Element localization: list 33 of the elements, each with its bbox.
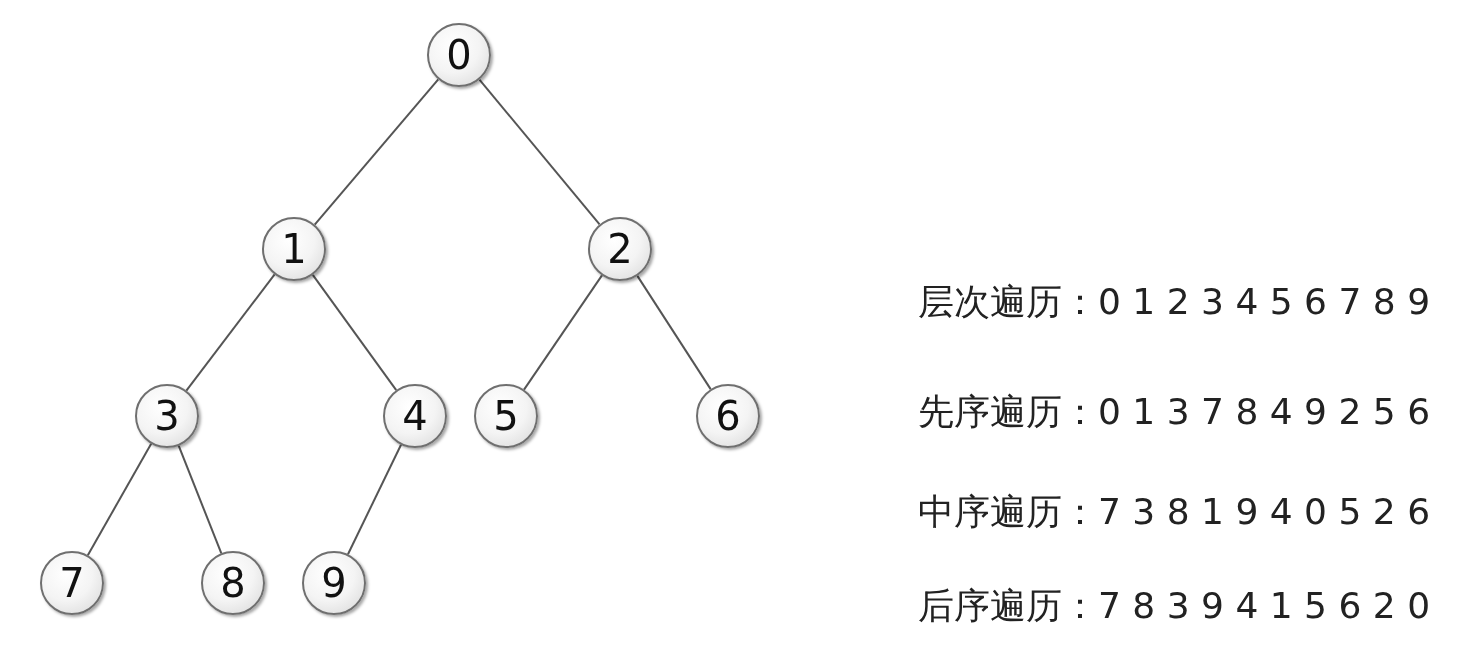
node-number: 3 [154, 396, 180, 436]
tree-node-circle [135, 384, 199, 448]
node-number: 1 [281, 229, 307, 269]
tree-edge [636, 274, 712, 391]
tree-node-circle [302, 551, 366, 615]
tree-node-circle [383, 384, 447, 448]
node-number: 2 [607, 229, 633, 269]
node-number: 4 [402, 396, 428, 436]
tree-node-circle [201, 551, 265, 615]
node-number: 9 [321, 563, 347, 603]
traversal-text: 后序遍历：7 8 3 9 4 1 5 6 2 0 [918, 584, 1431, 628]
tree-edge [311, 273, 398, 392]
tree-edge [346, 443, 403, 556]
tree-edge [177, 444, 223, 555]
tree-edge [313, 78, 440, 226]
node-number: 6 [715, 396, 741, 436]
node-number: 5 [493, 396, 519, 436]
tree-edge [86, 442, 153, 557]
tree-node-circle [427, 23, 491, 87]
tree-node-circle [262, 217, 326, 281]
tree-node-circle [40, 551, 104, 615]
traversal-text: 层次遍历：0 1 2 3 4 5 6 7 8 9 [918, 280, 1431, 324]
tree-edge [523, 274, 603, 391]
tree-node-circle [588, 217, 652, 281]
node-number: 0 [446, 35, 472, 75]
traversal-text: 先序遍历：0 1 3 7 8 4 9 2 5 6 [918, 390, 1431, 434]
tree-edge [185, 273, 276, 392]
traversal-text: 中序遍历：7 3 8 1 9 4 0 5 2 6 [918, 490, 1431, 534]
tree-edge [478, 78, 601, 226]
node-number: 7 [59, 563, 85, 603]
tree-node-circle [474, 384, 538, 448]
tree-node-circle [696, 384, 760, 448]
node-number: 8 [220, 563, 246, 603]
